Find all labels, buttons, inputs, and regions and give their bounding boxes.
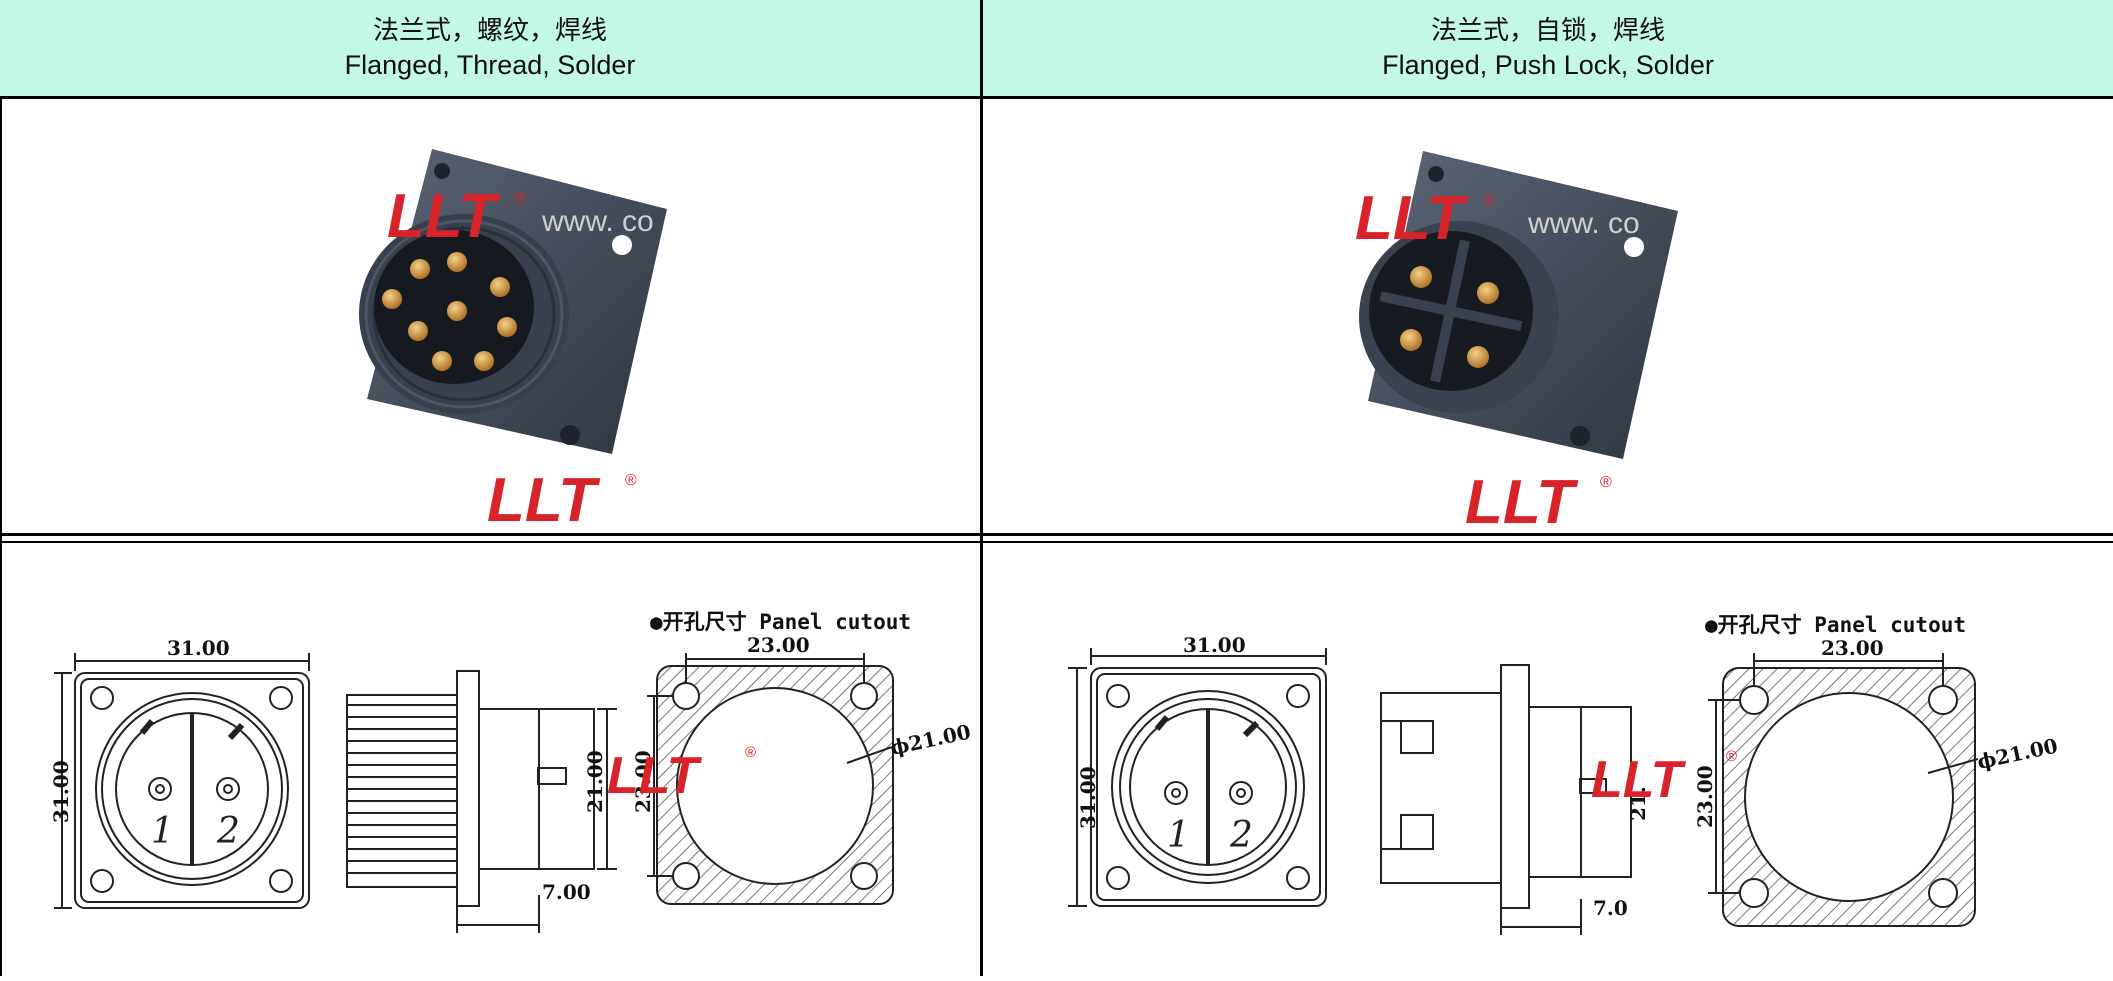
- photo-push-lock-connector: www. co LLT ® LLT ®: [983, 99, 2113, 537]
- panel-cutout: [647, 653, 894, 905]
- drawing-push-lock-connector: 31.00 31.00 1 2 21. 7.0 ●开孔尺寸 Panel cuto…: [983, 543, 2113, 976]
- front-view: [54, 653, 310, 909]
- header-left: 法兰式，螺纹，焊线 Flanged, Thread, Solder: [0, 0, 980, 99]
- mount-hole: [1570, 426, 1590, 446]
- mount-hole: [560, 425, 580, 445]
- registered-mark: ®: [1600, 474, 1612, 491]
- mount-hole: [434, 163, 450, 179]
- registered-mark: ®: [1483, 192, 1495, 209]
- svg-text:2: 2: [216, 811, 240, 852]
- dim-flange-height: 31.00: [49, 760, 73, 823]
- panel-cutout: [1708, 653, 1979, 927]
- technical-drawing-left: 31.00 31.00 1 2 21.00 7.00 ●开孔尺寸 Panel c…: [49, 610, 973, 933]
- llt-logo: LLT: [1465, 468, 1579, 533]
- side-view: [1380, 664, 1632, 935]
- header-right: 法兰式，自锁，焊线 Flanged, Push Lock, Solder: [983, 0, 2113, 99]
- dim-cutout-hole: ϕ21.00: [888, 719, 973, 759]
- side-view: [346, 670, 617, 933]
- dim-body-diameter: 21.: [1626, 786, 1650, 821]
- dim-body-diameter: 21.00: [583, 750, 607, 813]
- registered-mark: ®: [1726, 748, 1737, 765]
- contact-pins: [1400, 266, 1499, 368]
- row-divider: [0, 533, 2113, 536]
- dim-depth: 7.0: [1593, 896, 1628, 920]
- registered-mark: ®: [625, 472, 637, 489]
- cutout-title: ●开孔尺寸 Panel cutout: [650, 610, 911, 634]
- drawing-threaded-connector: 31.00 31.00 1 2 21.00 7.00 ●开孔尺寸 Panel c…: [2, 543, 980, 976]
- dim-flange-height: 31.00: [1076, 766, 1100, 829]
- watermark-text: www. co: [541, 205, 654, 238]
- frame-left-border: [0, 0, 2, 976]
- svg-text:1: 1: [1167, 815, 1190, 856]
- llt-logo: LLT: [1355, 184, 1469, 253]
- column-divider: [980, 0, 983, 976]
- pin-label-1: 1: [151, 811, 174, 852]
- registered-mark: ®: [514, 190, 526, 207]
- watermark-text: www. co: [1527, 207, 1640, 240]
- pin-label-1: 1: [1167, 815, 1190, 856]
- llt-logo: LLT: [487, 466, 601, 533]
- mount-hole: [612, 235, 632, 255]
- dim-flange-width: 31.00: [1183, 633, 1246, 657]
- connector-photo-push-lock: www. co LLT ® LLT ®: [1355, 151, 1678, 537]
- title-right-english: Flanged, Push Lock, Solder: [1382, 50, 1714, 80]
- dim-depth: 7.00: [542, 880, 591, 904]
- title-right-chinese: 法兰式，自锁，焊线: [1430, 16, 1665, 46]
- photo-threaded-connector: www. co LLT ® LLT ®: [2, 99, 980, 535]
- dim-flange-width: 31.00: [167, 636, 230, 660]
- llt-logo: LLT: [1591, 751, 1687, 809]
- contact-pins: [382, 252, 517, 371]
- dim-cutout-spacing-v: 23.00: [1693, 765, 1717, 828]
- mount-hole: [1428, 166, 1444, 182]
- svg-text:2: 2: [1229, 815, 1253, 856]
- row-divider: [0, 541, 2113, 543]
- dim-cutout-hole: ϕ21.00: [1975, 733, 2060, 773]
- pin-label-2: 2: [1229, 815, 1253, 856]
- front-view: [1068, 648, 1327, 907]
- title-left-english: Flanged, Thread, Solder: [344, 50, 636, 80]
- svg-text:1: 1: [151, 811, 174, 852]
- connector-photo-threaded: www. co LLT ® LLT ®: [359, 149, 667, 535]
- mount-hole: [1624, 237, 1644, 257]
- llt-logo: LLT: [387, 182, 501, 251]
- dim-cutout-spacing-h: 23.00: [1821, 636, 1884, 660]
- registered-mark: ®: [745, 744, 756, 761]
- title-left-chinese: 法兰式，螺纹，焊线: [372, 16, 607, 46]
- technical-drawing-right: 31.00 31.00 1 2 21. 7.0 ●开孔尺寸 Panel cuto…: [1068, 613, 2060, 935]
- cutout-title: ●开孔尺寸 Panel cutout: [1705, 613, 1966, 637]
- dim-cutout-spacing-v: 23.00: [631, 750, 655, 813]
- pin-label-2: 2: [216, 811, 240, 852]
- llt-logo: LLT: [607, 747, 703, 805]
- dim-cutout-spacing-h: 23.00: [747, 633, 810, 657]
